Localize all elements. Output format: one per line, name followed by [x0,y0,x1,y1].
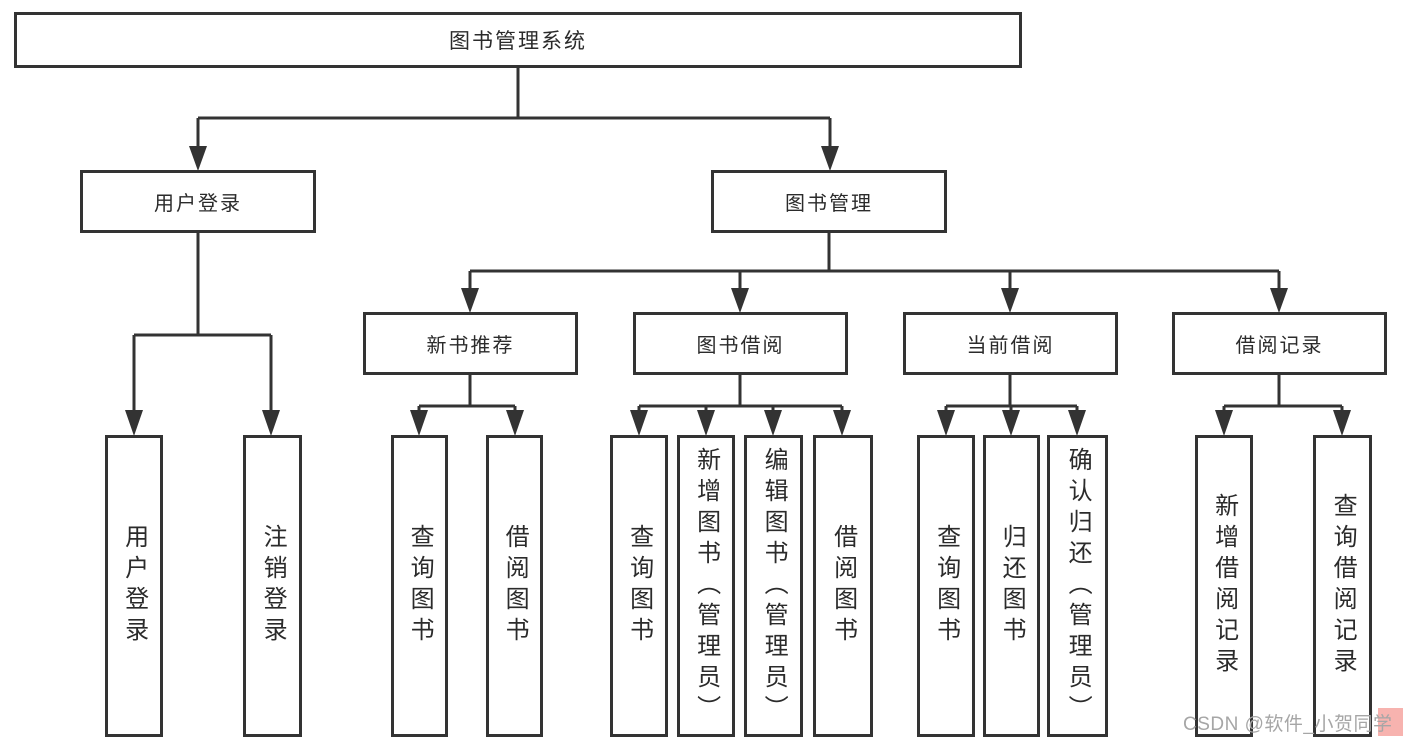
leaf-confirm-return-admin: 确认归还（管理员） [1047,435,1108,737]
leaf-return-books: 归还图书 [983,435,1040,737]
node-new-book-recommend: 新书推荐 [363,312,578,375]
node-system-root: 图书管理系统 [14,12,1022,68]
node-book-borrow: 图书借阅 [633,312,848,375]
node-borrow-records: 借阅记录 [1172,312,1387,375]
leaf-user-login-label: 用户登录 [120,524,148,648]
watermark-text: CSDN @软件_小贺同学 [1183,714,1393,735]
leaf-recommend-borrow-books: 借阅图书 [486,435,543,737]
leaf-query-borrow-record-label: 查询借阅记录 [1329,493,1357,679]
leaf-current-query-books: 查询图书 [917,435,975,737]
leaf-logout-label: 注销登录 [259,524,287,648]
leaf-recommend-borrow-books-label: 借阅图书 [501,524,529,648]
leaf-edit-books-admin-label: 编辑图书（管理员） [760,446,788,726]
leaf-recommend-query-books: 查询图书 [391,435,448,737]
node-current-borrow: 当前借阅 [903,312,1118,375]
node-user-login: 用户登录 [80,170,316,233]
leaf-add-borrow-record-label: 新增借阅记录 [1210,493,1238,679]
leaf-user-login: 用户登录 [105,435,163,737]
watermark-highlight [1378,708,1403,736]
leaf-borrow-books-label: 借阅图书 [829,524,857,648]
leaf-edit-books-admin: 编辑图书（管理员） [744,435,803,737]
node-book-management: 图书管理 [711,170,947,233]
leaf-borrow-query-books-label: 查询图书 [625,524,653,648]
leaf-add-borrow-record: 新增借阅记录 [1195,435,1253,737]
leaf-confirm-return-admin-label: 确认归还（管理员） [1064,446,1092,726]
leaf-return-books-label: 归还图书 [998,524,1026,648]
leaf-borrow-books: 借阅图书 [813,435,873,737]
leaf-borrow-query-books: 查询图书 [610,435,668,737]
leaf-logout: 注销登录 [243,435,302,737]
leaf-query-borrow-record: 查询借阅记录 [1313,435,1372,737]
leaf-current-query-books-label: 查询图书 [932,524,960,648]
leaf-add-books-admin: 新增图书（管理员） [677,435,735,737]
leaf-recommend-query-books-label: 查询图书 [406,524,434,648]
leaf-add-books-admin-label: 新增图书（管理员） [692,446,720,726]
